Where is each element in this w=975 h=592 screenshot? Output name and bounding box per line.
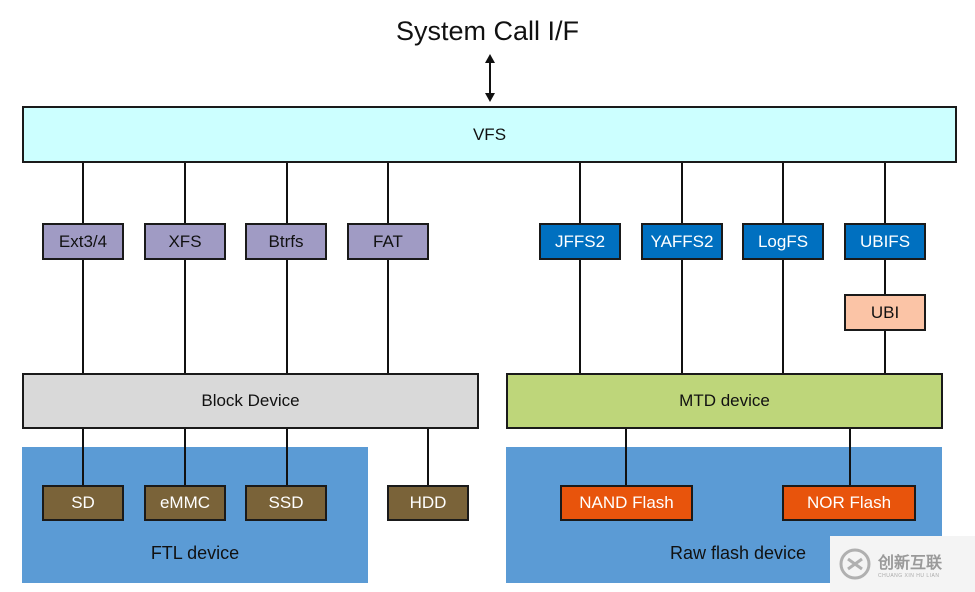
fs-btrfs: Btrfs bbox=[245, 223, 327, 260]
device-ssd: SSD bbox=[245, 485, 327, 521]
connector-line bbox=[82, 162, 84, 224]
vfs-layer: VFS bbox=[22, 106, 957, 163]
fs-ext34: Ext3/4 bbox=[42, 223, 124, 260]
connector-line bbox=[82, 428, 84, 486]
connector-line bbox=[286, 428, 288, 486]
fs-logfs: LogFS bbox=[742, 223, 824, 260]
device-hdd: HDD bbox=[387, 485, 469, 521]
connector-line bbox=[849, 428, 851, 486]
connector-line bbox=[782, 259, 784, 374]
fs-yaffs2: YAFFS2 bbox=[641, 223, 723, 260]
connector-line bbox=[625, 428, 627, 486]
fs-jffs2: JFFS2 bbox=[539, 223, 621, 260]
device-emmc: eMMC bbox=[144, 485, 226, 521]
connector-line bbox=[387, 162, 389, 224]
connector-line bbox=[579, 259, 581, 374]
connector-line bbox=[184, 259, 186, 374]
watermark-subtext: CHUANG XIN HU LIAN bbox=[878, 573, 940, 579]
diagram-title: System Call I/F bbox=[395, 16, 580, 46]
connector-line bbox=[82, 259, 84, 374]
connector-line bbox=[681, 162, 683, 224]
device-nor-flash: NOR Flash bbox=[782, 485, 916, 521]
block-device-layer: Block Device bbox=[22, 373, 479, 429]
raw-flash-device-label: Raw flash device bbox=[669, 543, 807, 563]
device-nand-flash: NAND Flash bbox=[560, 485, 693, 521]
bidirectional-arrow-icon bbox=[485, 54, 495, 102]
connector-line bbox=[884, 259, 886, 295]
connector-line bbox=[286, 259, 288, 374]
watermark-icon bbox=[839, 548, 871, 580]
connector-line bbox=[884, 329, 886, 374]
connector-line bbox=[427, 428, 429, 486]
ftl-device-label: FTL device bbox=[150, 543, 240, 563]
connector-line bbox=[387, 259, 389, 374]
connector-line bbox=[579, 162, 581, 224]
connector-line bbox=[782, 162, 784, 224]
mtd-device-layer: MTD device bbox=[506, 373, 943, 429]
watermark-text: 创新互联 bbox=[878, 555, 943, 572]
connector-line bbox=[184, 162, 186, 224]
ubi-layer: UBI bbox=[844, 294, 926, 331]
device-sd: SD bbox=[42, 485, 124, 521]
fs-ubifs: UBIFS bbox=[844, 223, 926, 260]
connector-line bbox=[184, 428, 186, 486]
connector-line bbox=[884, 162, 886, 224]
connector-line bbox=[286, 162, 288, 224]
connector-line bbox=[681, 259, 683, 374]
watermark-logo: 创新互联 CHUANG XIN HU LIAN bbox=[830, 536, 975, 592]
fs-xfs: XFS bbox=[144, 223, 226, 260]
fs-fat: FAT bbox=[347, 223, 429, 260]
